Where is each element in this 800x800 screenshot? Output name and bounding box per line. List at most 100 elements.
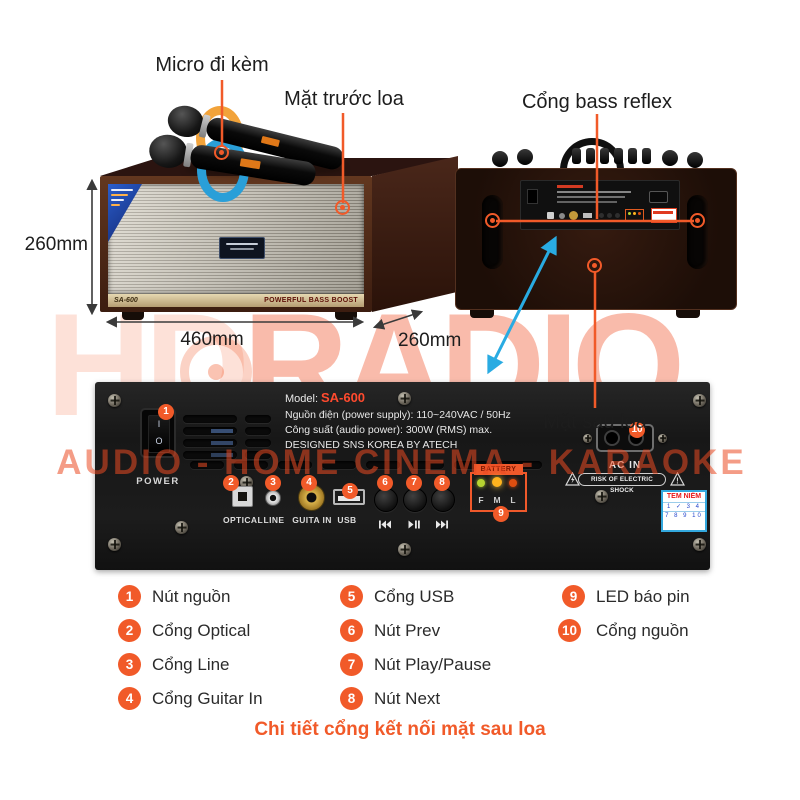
battery-led-full	[477, 479, 485, 487]
optical-label: OPTICAL	[222, 515, 264, 525]
bass-reflex-port-right	[687, 195, 708, 269]
front-label: Mặt trước loa	[284, 88, 404, 110]
top-knob	[662, 150, 678, 166]
legend-badge-1: 1	[118, 585, 141, 608]
rear-panel-mini	[520, 180, 680, 230]
rear-panel-detail: I O POWER Model: SA-600 Nguồn điện (powe…	[95, 382, 710, 570]
legend-label-10: Cổng nguồn	[596, 621, 689, 640]
vent-slot	[454, 461, 488, 469]
warranty-sticker: TEM NIÊM 1 ✓ 3 4 7 8 9 10	[661, 490, 707, 532]
vent-slot	[410, 461, 444, 469]
vent-slot	[245, 427, 271, 435]
vent-slot	[183, 439, 237, 447]
legend-caption: Chi tiết cổng kết nối mặt sau loa	[254, 719, 546, 740]
guitar-label: GUITA IN	[292, 515, 332, 525]
callout-10-ac: 10	[629, 422, 645, 438]
legend-label-7: Nút Play/Pause	[374, 655, 492, 674]
switch-off-mark: O	[155, 436, 163, 446]
front-speaker-front-face: SA-600 POWERFUL BASS BOOST	[100, 176, 372, 312]
speaker-foot	[122, 312, 144, 320]
legend-label-3: Cổng Line	[152, 655, 230, 674]
callout-1-power: 1	[158, 404, 174, 420]
screw-icon	[240, 476, 253, 489]
warranty-sticker-row2: 7 8 9 10	[663, 511, 705, 520]
callout-4-guitar: 4	[301, 475, 317, 491]
svg-text:!: !	[676, 477, 679, 486]
top-knob	[492, 151, 508, 167]
screw-icon	[693, 538, 706, 551]
vent-slot	[245, 415, 271, 423]
next-button	[431, 488, 455, 512]
brand-logo-badge	[219, 237, 265, 259]
bass-left-marker	[485, 213, 500, 228]
mic-label: Micro đi kèm	[155, 54, 269, 76]
top-button-cap	[628, 148, 637, 164]
play-pause-icon	[408, 516, 420, 534]
legend-label-2: Cổng Optical	[152, 621, 251, 640]
model-label: Model:	[285, 393, 319, 405]
bass-right-marker	[690, 213, 705, 228]
warranty-sticker-row1: 1 ✓ 3 4	[663, 502, 705, 511]
legend-badge-9: 9	[562, 585, 585, 608]
prev-icon	[379, 516, 392, 534]
ac-hole	[604, 430, 620, 446]
legend-badge-8: 8	[340, 687, 363, 710]
front-marker	[335, 200, 350, 215]
top-button-cap	[600, 148, 609, 164]
spec-power-supply: Nguồn điện (power supply): 110~240VAC / …	[285, 409, 511, 421]
vent-slot	[245, 451, 271, 459]
battery-m-label: M	[493, 495, 501, 505]
usb-label: USB	[337, 515, 357, 525]
legend-label-6: Nút Prev	[374, 621, 441, 640]
callout-2-optical: 2	[223, 475, 239, 491]
prev-button	[374, 488, 398, 512]
callout-8-next: 8	[434, 475, 450, 491]
vent-slot	[183, 415, 237, 423]
vent-slot	[322, 461, 356, 469]
legend-label-8: Nút Next	[374, 689, 441, 708]
legend-label-4: Cổng Guitar In	[152, 689, 263, 708]
vent-slot	[245, 439, 271, 447]
screw-icon	[693, 394, 706, 407]
top-button-cap	[614, 148, 623, 164]
mic-marker	[214, 145, 229, 160]
legend-badge-2: 2	[118, 619, 141, 642]
screw-icon	[398, 543, 411, 556]
speaker-foot	[335, 312, 357, 320]
spec-audio-power: Công suất (audio power): 300W (RMS) max.	[285, 424, 493, 436]
shock-warning-label: RISK OF ELECTRIC SHOCK	[578, 473, 666, 494]
screw-icon	[108, 394, 121, 407]
switch-on-mark: I	[157, 419, 161, 429]
screw-icon	[583, 434, 592, 443]
bass-reflex-port-left	[482, 195, 503, 269]
electric-hazard-icon	[564, 471, 581, 491]
vent-slot	[190, 461, 224, 469]
depth-dimension-line	[372, 309, 424, 330]
front-slogan-text: POWERFUL BASS BOOST	[264, 297, 358, 304]
callout-5-usb: 5	[342, 483, 358, 499]
battery-label: BATTERY	[474, 464, 523, 475]
vent-slot	[234, 461, 268, 469]
speaker-foot	[676, 310, 700, 318]
bass-label: Cổng bass reflex	[521, 91, 673, 113]
top-knob	[687, 152, 703, 168]
width-dimension: 460mm	[180, 329, 244, 350]
next-icon	[436, 516, 449, 534]
legend-badge-4: 4	[118, 687, 141, 710]
legend-label-5: Cổng USB	[374, 587, 455, 606]
battery-led-mid	[492, 477, 502, 487]
screw-icon	[595, 490, 608, 503]
battery-led-low	[509, 479, 517, 487]
optical-port	[232, 486, 253, 507]
battery-f-label: F	[478, 495, 484, 505]
height-dimension: 260mm	[24, 234, 88, 255]
power-rocker: I O	[148, 415, 170, 453]
legend-badge-3: 3	[118, 653, 141, 676]
front-model-text: SA-600	[114, 297, 138, 304]
top-knob	[517, 149, 533, 165]
legend-badge-7: 7	[340, 653, 363, 676]
vent-slot	[183, 427, 237, 435]
callout-3-line: 3	[265, 475, 281, 491]
warranty-sticker-title: TEM NIÊM	[666, 493, 702, 500]
